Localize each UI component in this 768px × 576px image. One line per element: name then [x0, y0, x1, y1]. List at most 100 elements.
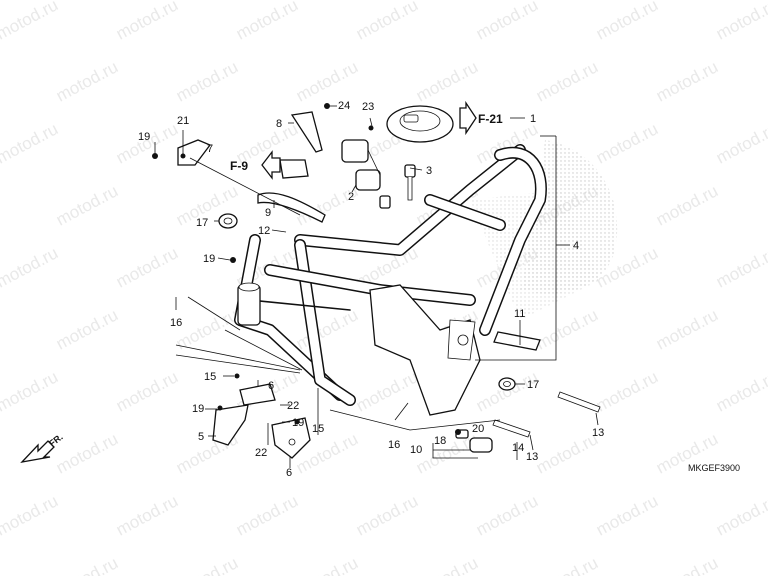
watermark-text: motod.ru	[413, 429, 481, 477]
watermark-text: motod.ru	[0, 305, 1, 353]
callout-16-bottom: 16	[388, 439, 400, 451]
watermark-text: motod.ru	[53, 181, 121, 229]
callout-17-left: 17	[196, 217, 208, 229]
key-part	[379, 164, 416, 209]
watermark-text: motod.ru	[713, 119, 768, 167]
watermark-text: motod.ru	[353, 367, 421, 415]
watermark-text: motod.ru	[53, 305, 121, 353]
rubber-part-11	[493, 331, 541, 351]
ref-tag-f9: F-9	[230, 159, 248, 173]
watermark-text: motod.ru	[713, 367, 768, 415]
watermark-text: motod.ru	[473, 491, 541, 539]
bracket-part-7	[177, 139, 212, 166]
callout-3: 3	[426, 165, 432, 177]
callout-1: 1	[530, 113, 536, 125]
callout-6-lower: 6	[286, 467, 292, 479]
pivot-part-10	[455, 429, 493, 453]
watermark-text: motod.ru	[233, 491, 301, 539]
watermark-text: motod.ru	[53, 57, 121, 105]
watermark-text: motod.ru	[653, 181, 721, 229]
callout-2: 2	[348, 191, 354, 203]
callout-21: 21	[177, 115, 189, 127]
callout-15-left: 15	[204, 371, 216, 383]
callout-5: 5	[198, 431, 204, 443]
watermark-text: motod.ru	[653, 305, 721, 353]
watermark-text: motod.ru	[713, 243, 768, 291]
callout-23: 23	[362, 101, 374, 113]
callout-22-right: 22	[287, 400, 299, 412]
watermark-text: motod.ru	[0, 0, 61, 44]
bolt-part-13	[492, 391, 601, 438]
callout-17-right: 17	[527, 379, 539, 391]
callout-19-top: 19	[138, 131, 150, 143]
callout-13-bottom: 13	[526, 451, 538, 463]
callout-11: 11	[514, 308, 525, 320]
grommet-part-17-bottom	[498, 377, 516, 391]
watermark-text: motod.ru	[0, 119, 61, 167]
callout-19-lower-left: 19	[192, 403, 204, 415]
callout-9: 9	[265, 207, 271, 219]
watermark-text: motod.ru	[293, 57, 361, 105]
watermark-text: motod.ru	[0, 57, 1, 105]
callout-22-lower: 22	[255, 447, 267, 459]
callout-16-left: 16	[170, 317, 182, 329]
callout-4: 4	[573, 240, 579, 252]
fuel-cap-part	[386, 105, 454, 143]
watermark-text: motod.ru	[113, 243, 181, 291]
bracket-part-5	[212, 404, 249, 446]
callout-7: 7	[207, 143, 213, 155]
watermark-text: motod.ru	[533, 553, 601, 576]
callout-14: 14	[512, 442, 524, 454]
watermark-text: motod.ru	[293, 553, 361, 576]
ref-arrow-f9	[261, 150, 281, 180]
watermark-text: motod.ru	[233, 0, 301, 44]
watermark-text: motod.ru	[173, 57, 241, 105]
callout-19-mid: 19	[203, 253, 215, 265]
watermark-text: motod.ru	[473, 0, 541, 44]
watermark-text: motod.ru	[0, 491, 61, 539]
watermark-text: motod.ru	[113, 0, 181, 44]
watermark-text: motod.ru	[53, 553, 121, 576]
watermark-text: motod.ru	[0, 181, 1, 229]
main-frame	[234, 144, 547, 416]
watermark-text: motod.ru	[593, 491, 661, 539]
watermark-text: motod.ru	[473, 367, 541, 415]
watermark-text: motod.ru	[533, 57, 601, 105]
watermark-text: motod.ru	[533, 305, 601, 353]
watermark-text: motod.ru	[593, 119, 661, 167]
watermark-text: motod.ru	[353, 0, 421, 44]
plate-part-6-upper	[239, 383, 276, 406]
watermark-text: motod.ru	[173, 553, 241, 576]
bracket-part-8	[290, 111, 323, 153]
front-direction-arrow-icon	[20, 440, 55, 463]
watermark-text: motod.ru	[413, 553, 481, 576]
watermark-text: motod.ru	[113, 367, 181, 415]
plate-part-6-lower	[271, 417, 311, 459]
watermark-text: motod.ru	[653, 57, 721, 105]
callout-18: 18	[434, 435, 446, 447]
watermark-text: motod.ru	[353, 491, 421, 539]
watermark-text: motod.ru	[0, 429, 1, 477]
callout-6-upper: 6	[268, 380, 274, 392]
seat-stopper-part	[279, 159, 309, 179]
watermark-text: motod.ru	[593, 0, 661, 44]
callout-20: 20	[472, 423, 484, 435]
callout-10: 10	[410, 444, 422, 456]
watermark-text: motod.ru	[413, 57, 481, 105]
callout-12: 12	[258, 225, 270, 237]
watermark-text: motod.ru	[0, 553, 1, 576]
callout-8: 8	[276, 118, 282, 130]
watermark-text: motod.ru	[713, 491, 768, 539]
watermark-text: motod.ru	[0, 367, 61, 415]
watermark-text: motod.ru	[293, 305, 361, 353]
callout-15-right: 15	[312, 423, 324, 435]
fastener-dots	[152, 103, 461, 435]
callout-labels: 1 2 3 4 5 6 6 7 8 9 10 11 12 13 13 14 15…	[138, 100, 604, 479]
watermark-text: motod.ru	[533, 429, 601, 477]
watermark-text: motod.ru	[53, 429, 121, 477]
grommet-part-17-top	[218, 213, 238, 229]
diagram-reference-code: MKGEF3900	[688, 463, 740, 473]
ref-arrow-f21	[459, 100, 477, 136]
callout-13-right: 13	[592, 427, 604, 439]
